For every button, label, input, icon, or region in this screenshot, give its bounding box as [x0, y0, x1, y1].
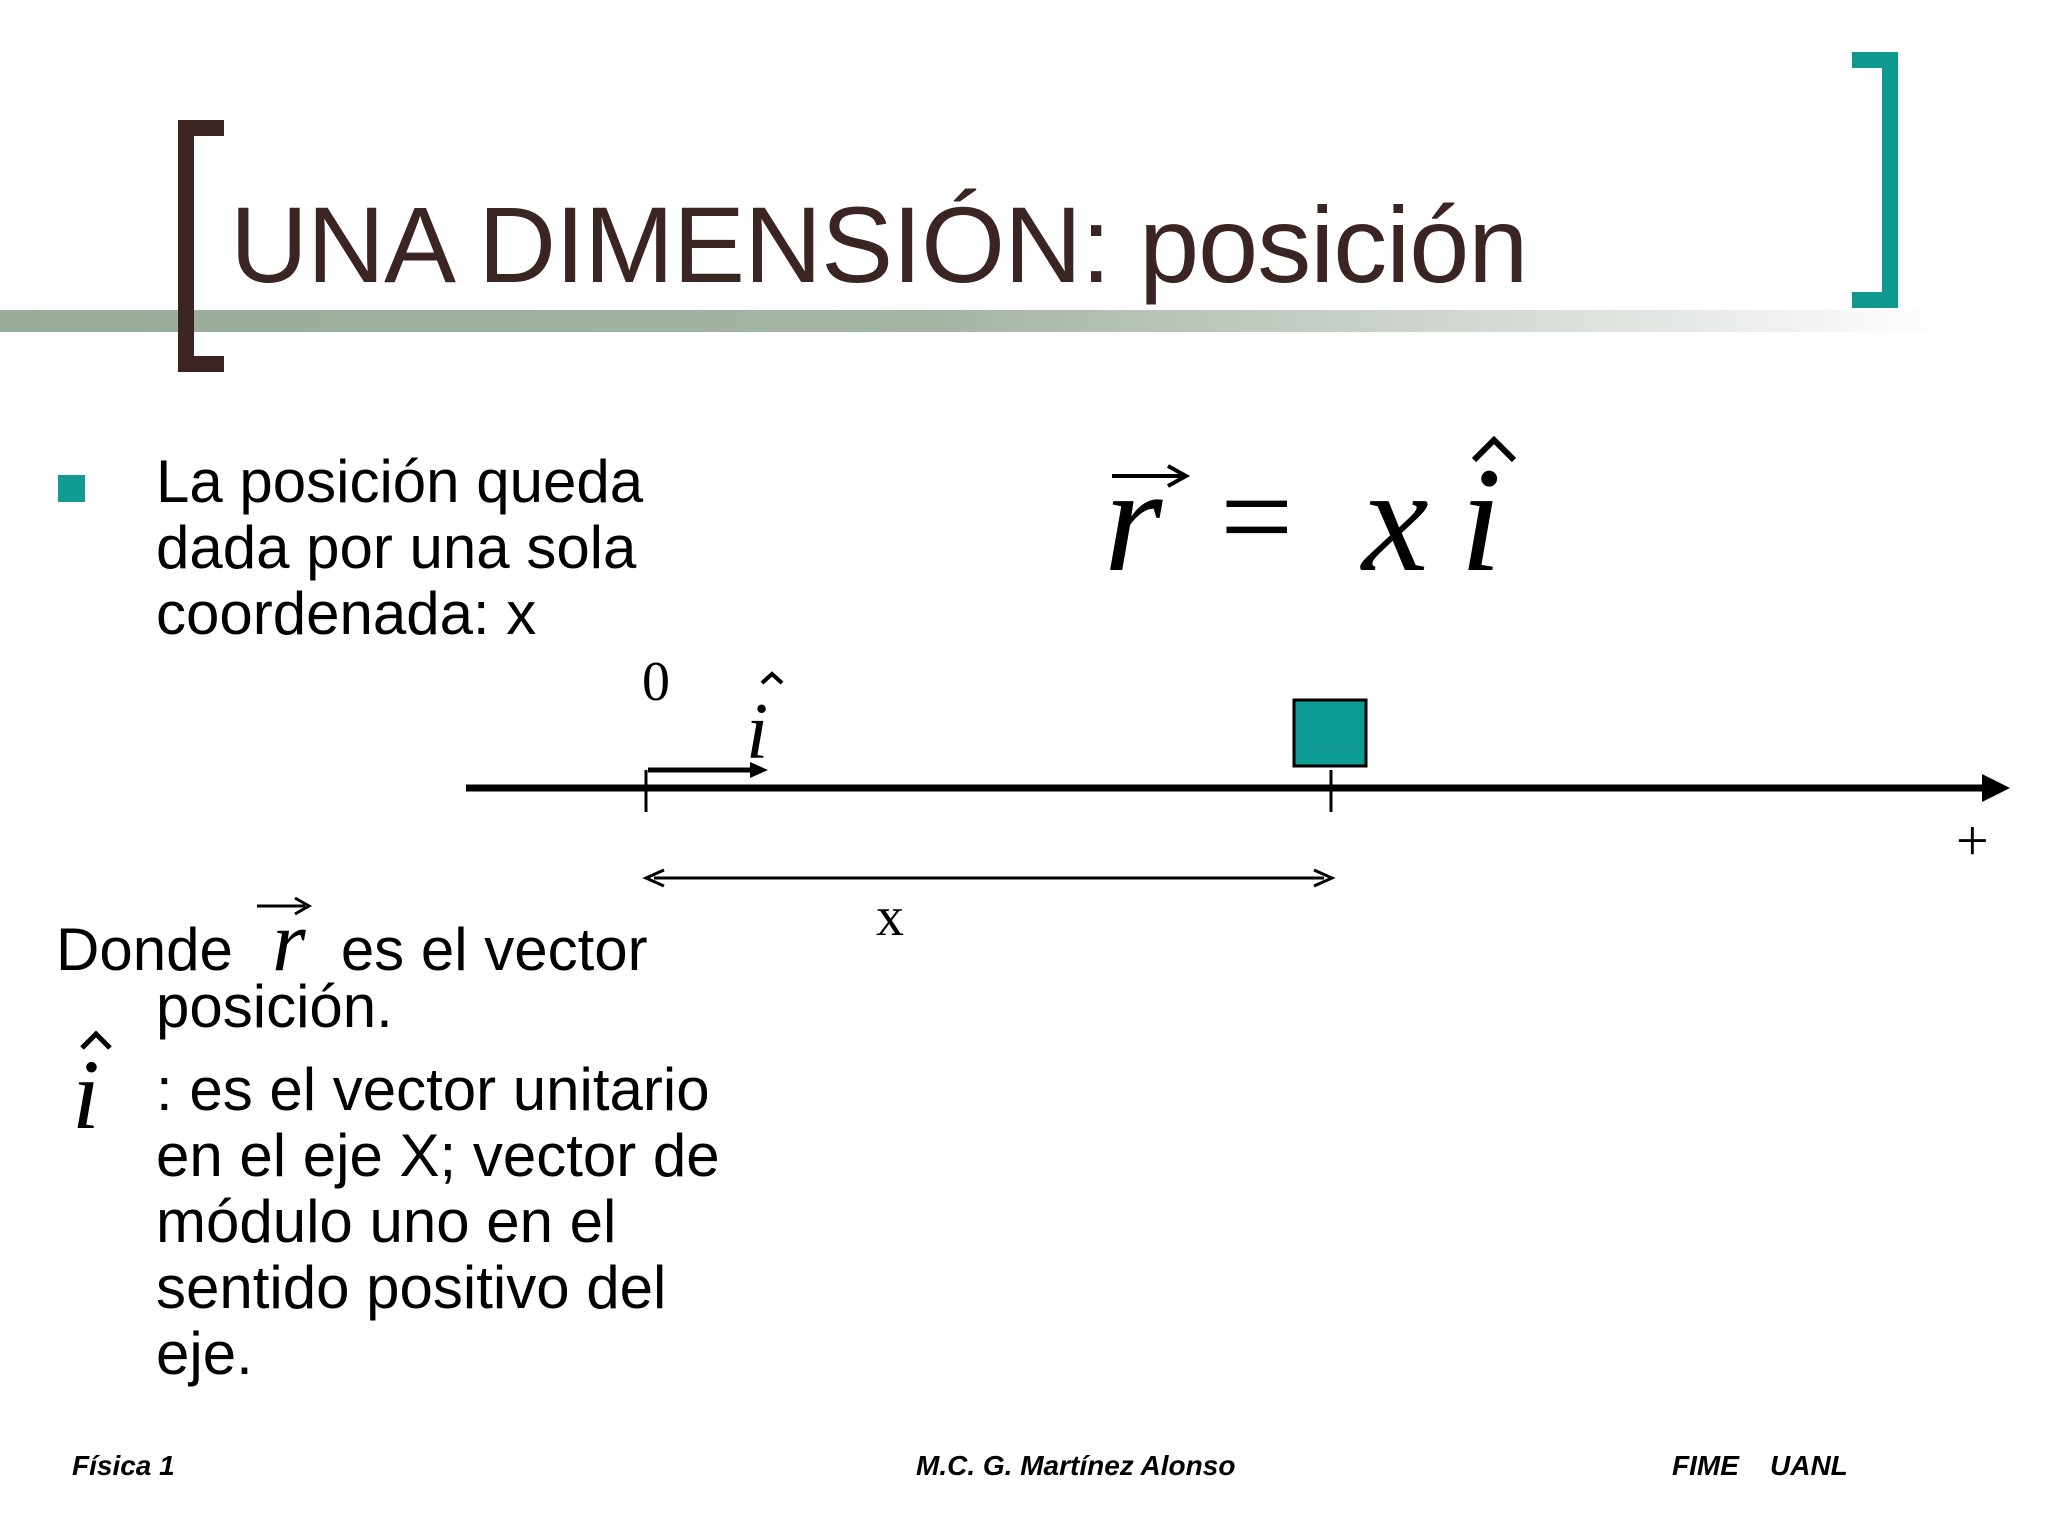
- unit-line: módulo uno en el: [156, 1188, 617, 1255]
- formula-equals: =: [1220, 445, 1293, 589]
- unit-line: : es el vector unitario: [156, 1056, 710, 1123]
- axis-arrowhead-icon: [1982, 774, 2010, 802]
- origin-label: 0: [642, 651, 670, 713]
- distance-label: x: [876, 886, 904, 948]
- unit-symbol: i: [72, 1030, 112, 1140]
- hat-icon: [80, 1030, 112, 1050]
- where-rest: es el vector: [340, 916, 648, 983]
- slide-title: UNA DIMENSIÓN: posición: [230, 184, 1528, 305]
- r-symbol: r: [247, 896, 331, 984]
- footer-course: Física 1: [72, 1450, 175, 1481]
- unit-line: en el eje X; vector de: [156, 1122, 720, 1189]
- footer-author: M.C. G. Martínez Alonso: [916, 1450, 1236, 1481]
- bullet-square-icon: [58, 475, 85, 502]
- vector-arrowhead-icon: [1167, 464, 1191, 488]
- title-underline-band: [0, 310, 2048, 332]
- positive-direction-label: +: [1956, 808, 1989, 873]
- left-bracket: [178, 120, 224, 372]
- unit-vector-label: i: [746, 688, 768, 776]
- unit-vector-description: : es el vector unitario en el eje X; vec…: [156, 1057, 720, 1387]
- unit-vector-arrowhead-icon: [750, 762, 768, 778]
- bullet-line: La posición queda: [156, 448, 644, 515]
- distance-arrowhead-right-icon: [1313, 868, 1336, 888]
- unit-symbol-letter: i: [72, 1039, 100, 1140]
- object-block: [1292, 698, 1368, 768]
- hat-icon: [760, 671, 784, 685]
- bullet-line: dada por una sola: [156, 514, 637, 581]
- position-axis-diagram: 0 i x +: [466, 651, 2010, 948]
- bullet-line: coordenada: x: [156, 580, 537, 647]
- position-formula: r = x i: [1104, 435, 1517, 590]
- footer-institution: FIME UANL: [1672, 1450, 1848, 1481]
- unit-line: sentido positivo del: [156, 1254, 667, 1321]
- formula-i: i: [1460, 437, 1502, 590]
- explanation-line-1: Donde r es el vector: [56, 896, 648, 984]
- formula-r: r: [1104, 437, 1163, 590]
- bullet-text: La posición queda dada por una sola coor…: [156, 449, 643, 647]
- where-word: Donde: [56, 916, 233, 983]
- vector-arrow-icon: [256, 896, 312, 916]
- formula-x: x: [1360, 437, 1429, 590]
- explanation-line-2: posición.: [156, 973, 393, 1040]
- unit-line: eje.: [156, 1320, 253, 1387]
- hat-icon: [1471, 435, 1517, 463]
- right-bracket: [1852, 52, 1898, 308]
- distance-arrowhead-left-icon: [642, 868, 665, 888]
